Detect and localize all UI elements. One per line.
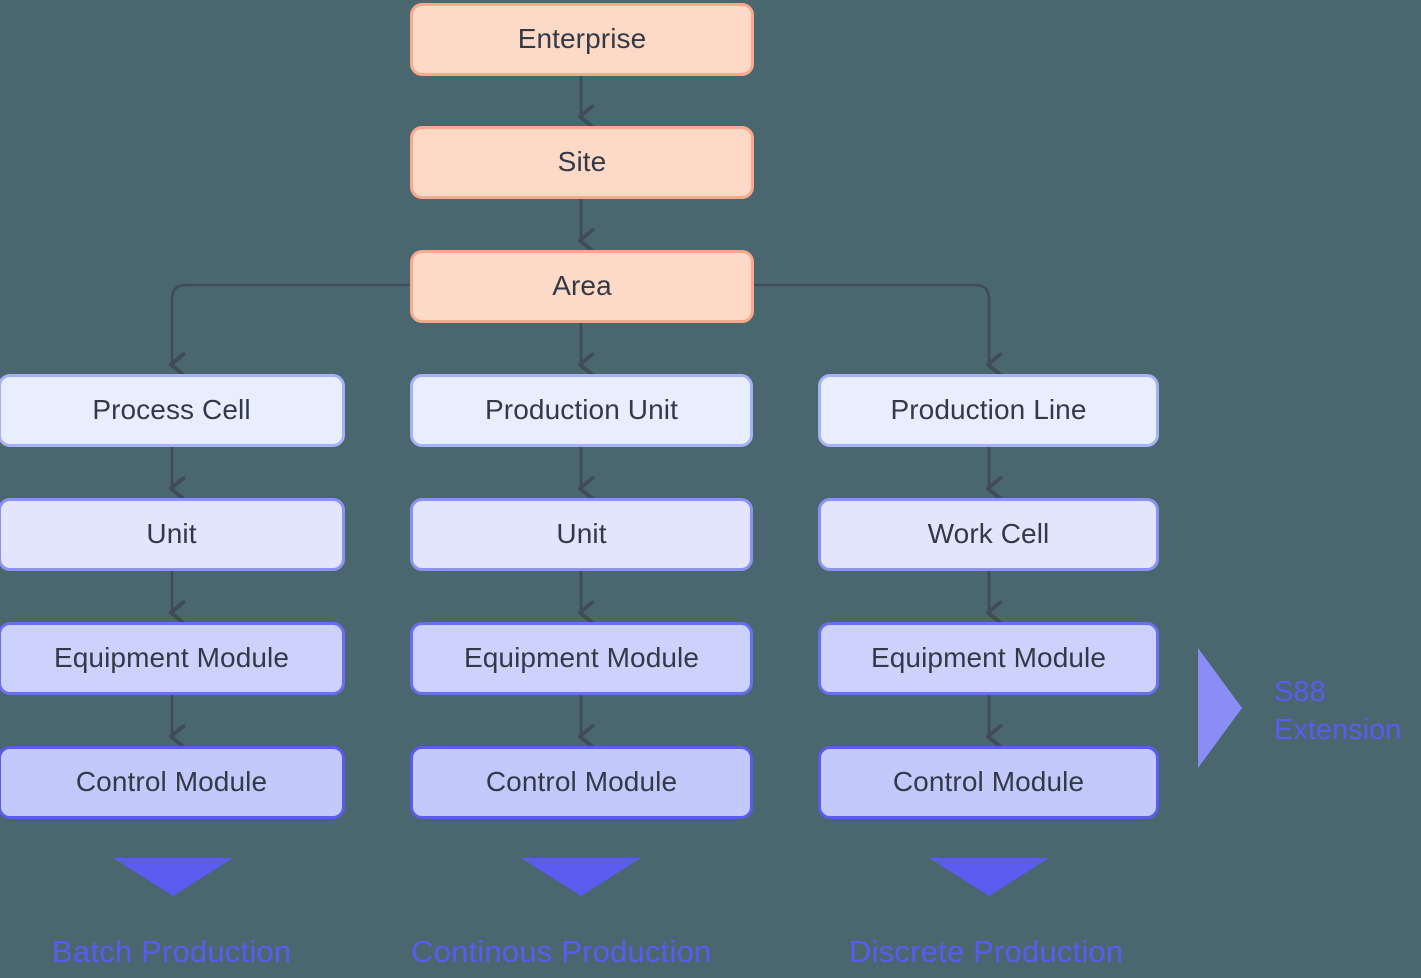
s88-extension-annotation: S88 Extension [1274, 673, 1401, 750]
node-work-cell-label: Work Cell [927, 518, 1050, 550]
node-area[interactable]: Area [410, 250, 754, 323]
node-production-line[interactable]: Production Line [818, 374, 1159, 447]
node-unit-batch[interactable]: Unit [0, 498, 345, 571]
node-enterprise[interactable]: Enterprise [410, 3, 754, 76]
node-unit-continuous-label: Unit [556, 518, 607, 550]
node-site[interactable]: Site [410, 126, 754, 199]
down-triangle-icon-batch [113, 858, 233, 896]
node-production-unit-label: Production Unit [485, 394, 678, 426]
node-area-label: Area [552, 270, 612, 302]
node-enterprise-label: Enterprise [517, 23, 647, 55]
node-equipment-module-batch-label: Equipment Module [53, 642, 290, 674]
node-production-line-label: Production Line [890, 394, 1087, 426]
edge-area-process-cell [172, 283, 409, 364]
node-process-cell-label: Process Cell [92, 394, 251, 426]
node-production-unit[interactable]: Production Unit [410, 374, 753, 447]
node-control-module-continuous[interactable]: Control Module [410, 746, 753, 819]
node-control-module-discrete-label: Control Module [892, 766, 1085, 798]
edge-area-production-line [754, 283, 989, 364]
node-equipment-module-discrete-label: Equipment Module [870, 642, 1107, 674]
right-triangle-marker-icon [1198, 648, 1242, 768]
down-triangle-icon-continuous [521, 858, 641, 896]
down-triangle-icon-discrete [929, 858, 1049, 896]
caption-batch-production: Batch Production [52, 934, 292, 969]
node-work-cell[interactable]: Work Cell [818, 498, 1159, 571]
node-equipment-module-discrete[interactable]: Equipment Module [818, 622, 1159, 695]
node-unit-continuous[interactable]: Unit [410, 498, 753, 571]
node-site-label: Site [557, 146, 607, 178]
node-equipment-module-batch[interactable]: Equipment Module [0, 622, 345, 695]
node-control-module-batch-label: Control Module [75, 766, 268, 798]
node-process-cell[interactable]: Process Cell [0, 374, 345, 447]
caption-discrete-production: Discrete Production [849, 934, 1124, 969]
node-control-module-continuous-label: Control Module [485, 766, 678, 798]
s88-extension-line2: Extension [1274, 714, 1402, 747]
node-unit-batch-label: Unit [146, 518, 197, 550]
node-control-module-batch[interactable]: Control Module [0, 746, 345, 819]
node-control-module-discrete[interactable]: Control Module [818, 746, 1159, 819]
s88-extension-line1: S88 [1274, 676, 1326, 708]
caption-continuous-production: Continous Production [411, 934, 712, 969]
node-equipment-module-continuous[interactable]: Equipment Module [410, 622, 753, 695]
node-equipment-module-continuous-label: Equipment Module [463, 642, 700, 674]
